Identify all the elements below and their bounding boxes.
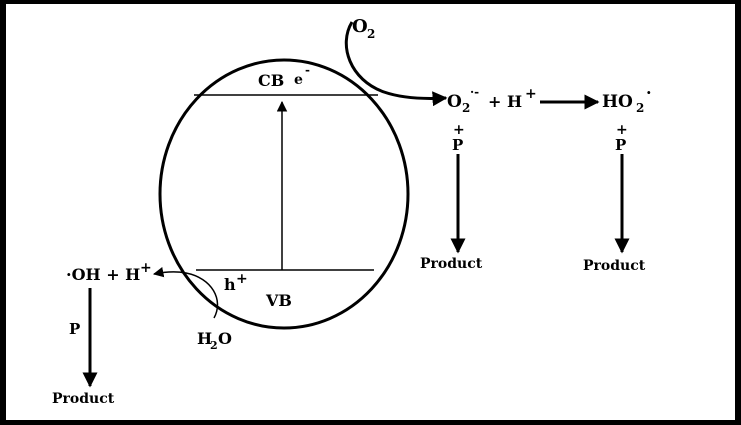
vb-label: VB	[265, 291, 292, 310]
superoxide-subscript: 2	[462, 101, 470, 115]
product-label-2: Product	[583, 258, 646, 274]
cb-label: CB	[258, 71, 284, 90]
o2-to-superoxide-arrow	[344, 21, 448, 107]
plus-h-charge: +	[525, 86, 537, 102]
superoxide-label: O	[447, 92, 462, 112]
o2-label: O	[352, 16, 368, 37]
diagram-panel	[6, 4, 735, 420]
plus-label-1: +	[453, 122, 465, 138]
water-subscript: 2	[210, 339, 218, 352]
product-label-3: Product	[52, 391, 115, 407]
plus-h-label: + H	[488, 92, 522, 111]
p-label-1: P	[452, 136, 463, 154]
p-label-3: P	[69, 320, 80, 338]
hole-label: h	[224, 275, 236, 294]
plus-label-2: +	[616, 122, 628, 138]
superoxide-charge: ·-	[470, 85, 479, 99]
ho2-charge: ·	[646, 83, 652, 102]
semiconductor-particle	[158, 58, 410, 330]
p-label-2: P	[615, 136, 626, 154]
electron-charge: -	[305, 63, 310, 77]
hydroxyl-label: ·OH + H	[66, 265, 140, 284]
ho2-label: HO	[602, 92, 633, 112]
electron-label: e	[294, 72, 303, 88]
ho2-subscript: 2	[636, 101, 644, 115]
hydroxyl-charge: +	[140, 260, 152, 276]
water-oxygen: O	[218, 329, 232, 348]
hole-charge: +	[236, 271, 248, 287]
product-label-1: Product	[420, 256, 483, 272]
water-label: H	[197, 329, 212, 348]
o2-subscript: 2	[367, 27, 375, 41]
water-to-hydroxyl-arrow	[152, 266, 219, 319]
